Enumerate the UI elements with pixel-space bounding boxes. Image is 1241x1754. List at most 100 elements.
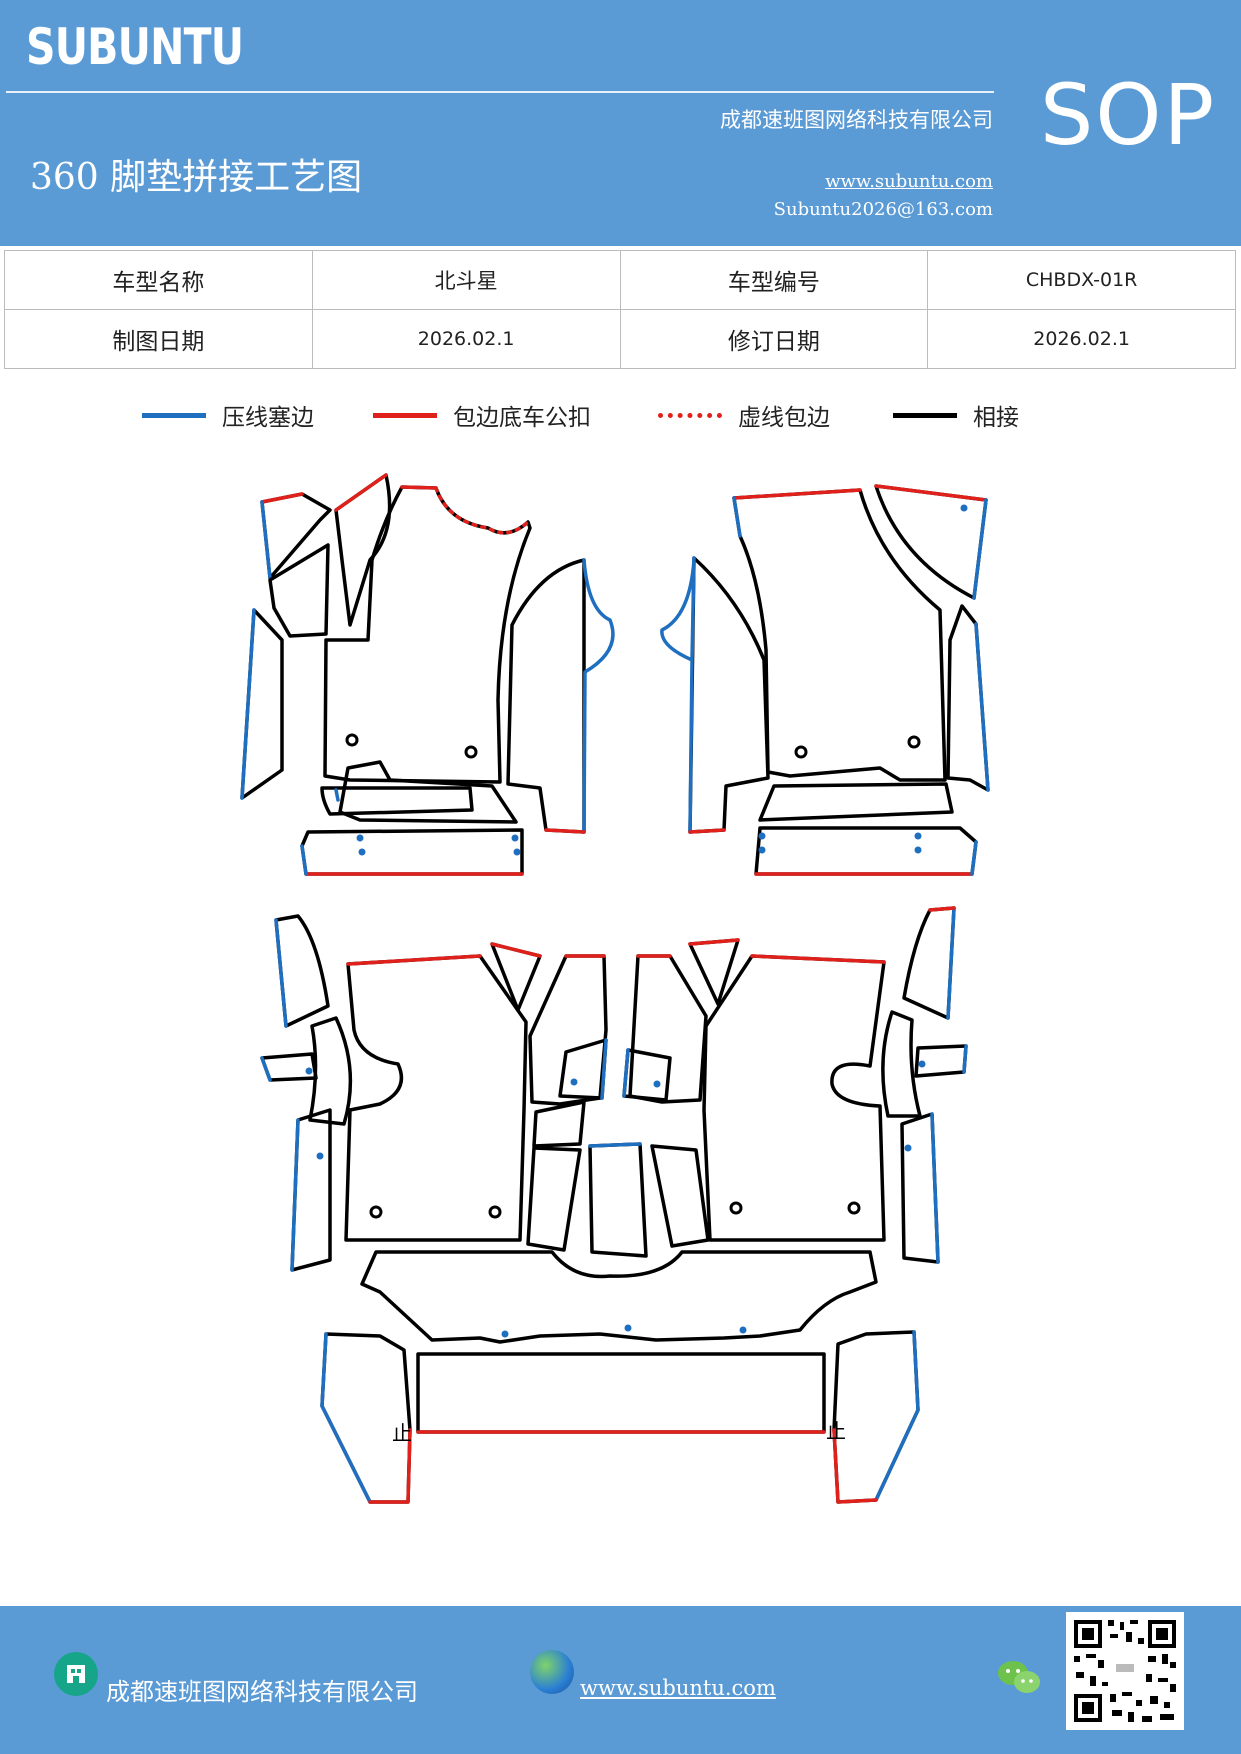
mat-piece — [344, 954, 528, 1242]
mat-edge-red — [346, 954, 482, 966]
clip-dot — [358, 848, 366, 856]
legend-label: 相接 — [973, 405, 1019, 431]
mat-piece — [832, 1330, 920, 1504]
mat-piece — [320, 786, 474, 816]
mat-piece — [360, 1250, 878, 1344]
mat-hole — [488, 1205, 502, 1219]
mat-edge-blue — [732, 496, 742, 538]
mat-edge-blue — [300, 844, 308, 876]
mat-edge-blue — [600, 1038, 608, 1100]
mat-edge-red — [368, 1428, 412, 1504]
mat-piece — [754, 826, 978, 876]
clip-dot — [570, 1078, 578, 1086]
mat-piece — [526, 1146, 582, 1252]
mat-edge-red — [832, 1428, 878, 1504]
front-left-mat-group — [240, 473, 615, 876]
clip-dot — [914, 832, 922, 840]
mat-piece — [528, 954, 608, 1106]
footer-company: 成都速班图网络科技有限公司 — [106, 1678, 418, 1706]
mat-edge-red — [490, 942, 542, 958]
mat-piece — [902, 906, 956, 1020]
legend-label: 压线塞边 — [222, 405, 314, 431]
table-cell: 修订日期 — [619, 309, 929, 369]
clip-dot — [739, 1326, 747, 1334]
mat-edge-blue — [974, 622, 990, 792]
clip-dot — [511, 834, 519, 842]
mat-hole — [729, 1201, 743, 1215]
table-cell: 制图日期 — [4, 309, 313, 369]
clip-dot — [501, 1330, 509, 1338]
mat-piece — [732, 488, 947, 782]
legend-label: 虚线包边 — [738, 405, 830, 431]
footer-website-link[interactable]: www.subuntu.com — [580, 1676, 776, 1700]
header-website-link[interactable]: www.subuntu.com — [825, 171, 993, 192]
vehicle-info-table: 车型名称 北斗星 车型编号 CHBDX-01R 制图日期 2026.02.1 修… — [4, 250, 1236, 369]
floor-mat-diagram: 止 止 — [240, 473, 990, 1504]
mat-piece — [308, 1016, 353, 1126]
legend-item-red-edge: 包边底车公扣 — [373, 398, 591, 432]
mat-piece — [588, 1142, 648, 1258]
clip-dot — [914, 846, 922, 854]
clip-dot — [904, 1144, 912, 1152]
mat-piece — [338, 760, 518, 824]
page-title: 360 脚垫拼接工艺图 — [30, 157, 363, 198]
legend-swatch-black — [893, 412, 957, 418]
mat-piece — [300, 828, 524, 876]
mat-edge-red — [544, 828, 586, 834]
clip-dot — [624, 1324, 632, 1332]
mat-edge-blue — [290, 1118, 300, 1272]
globe-icon — [530, 1650, 574, 1694]
table-cell: 2026.02.1 — [927, 309, 1236, 369]
table-cell: CHBDX-01R — [927, 250, 1236, 310]
clip-dot — [960, 504, 968, 512]
mat-edge-blue — [320, 1332, 372, 1504]
table-row: 车型名称 北斗星 车型编号 CHBDX-01R — [4, 250, 1236, 310]
mat-edge-blue — [260, 1056, 272, 1082]
mat-piece — [650, 1144, 710, 1248]
wechat-icon — [996, 1658, 1042, 1698]
legend-item-dotted-edge: 虚线包边 — [658, 398, 830, 432]
mat-piece — [506, 558, 586, 834]
brand-logo: SUBUNTU — [26, 18, 244, 76]
mat-hole — [369, 1205, 383, 1219]
qr-code — [1066, 1612, 1184, 1730]
mat-edge-blue — [588, 1142, 642, 1148]
mat-piece — [268, 543, 330, 638]
mat-edge-red — [928, 906, 956, 912]
footer-banner: 成都速班图网络科技有限公司 www.subuntu.com — [0, 1606, 1241, 1754]
front-right-mat-group — [660, 484, 990, 876]
mat-edge-red — [732, 488, 862, 500]
mat-edge-blue — [622, 1048, 630, 1098]
sop-badge: SOP — [1040, 66, 1217, 164]
mat-edge-red — [688, 828, 726, 834]
mat-piece — [688, 938, 740, 1006]
clip-dot — [316, 1152, 324, 1160]
mat-piece — [874, 484, 988, 600]
mat-piece — [416, 1352, 826, 1434]
header-email: Subuntu2026@163.com — [773, 199, 993, 220]
legend-label: 包边底车公扣 — [453, 405, 591, 431]
legend-item-join: 相接 — [893, 398, 1019, 432]
mat-piece — [274, 914, 330, 1028]
building-icon — [54, 1652, 98, 1696]
stop-mark: 止 — [392, 1421, 412, 1445]
legend: 压线塞边 包边底车公扣 虚线包边 相接 — [0, 398, 1241, 438]
clip-dot — [918, 1060, 926, 1068]
legend-swatch-red — [373, 412, 437, 418]
mat-hole — [345, 733, 359, 747]
mat-edge-red — [260, 492, 304, 504]
mat-edge-blue — [946, 906, 956, 1020]
mat-hole — [464, 745, 478, 759]
clip-dot — [758, 832, 766, 840]
header-banner: SUBUNTU 成都速班图网络科技有限公司 360 脚垫拼接工艺图 www.su… — [0, 0, 1241, 246]
mat-edge-blue — [660, 556, 696, 834]
mat-edge-blue — [930, 1112, 940, 1264]
header-divider — [6, 91, 994, 93]
mat-edge-red — [874, 484, 988, 502]
legend-swatch-red-dotted — [658, 412, 722, 418]
mat-piece — [532, 1100, 586, 1148]
table-row: 制图日期 2026.02.1 修订日期 2026.02.1 — [4, 309, 1236, 369]
rear-mat-group — [260, 906, 968, 1504]
header-company: 成都速班图网络科技有限公司 — [720, 108, 993, 132]
mat-edge-blue — [334, 788, 340, 802]
